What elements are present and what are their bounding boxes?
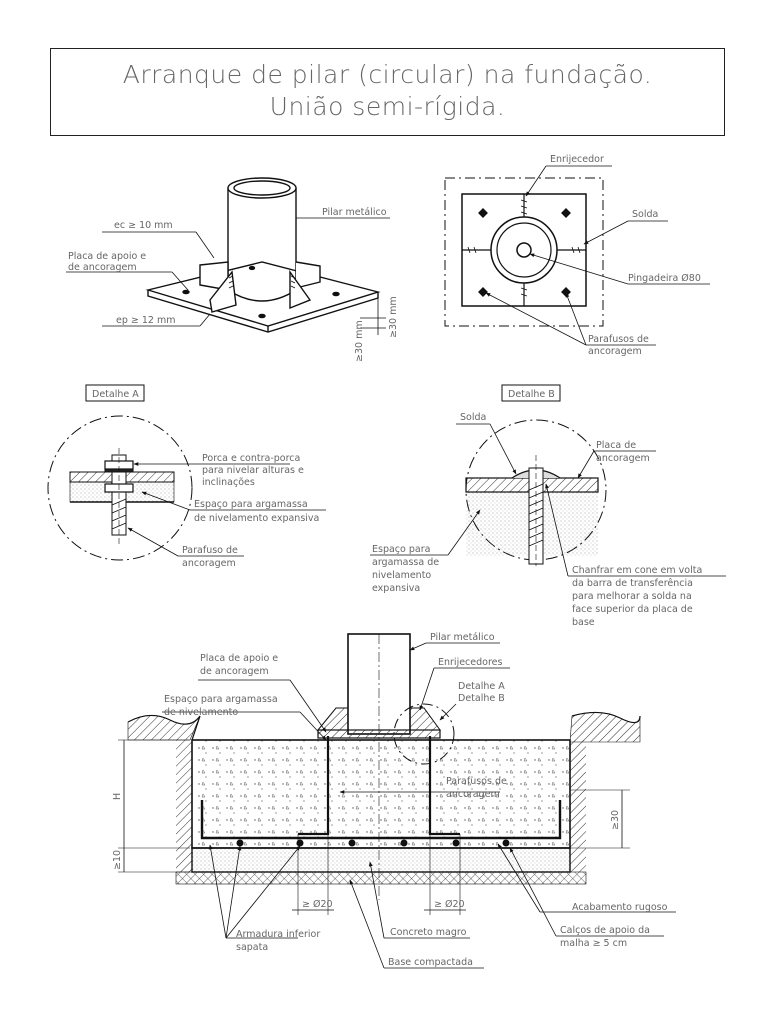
label-chanfrar-1: Chanfrar em cone em volta xyxy=(572,565,702,576)
label-base: Base compactada xyxy=(388,957,473,968)
detail-b-title-box xyxy=(501,384,561,402)
title-line-1: Arranque de pilar (circular) na fundação… xyxy=(122,60,653,89)
label-porca-1: Porca e contra-porca xyxy=(202,453,300,464)
label-chanfrar-4: face superior da placa de xyxy=(572,604,693,615)
label-espaco-a-2: de nivelamento expansiva xyxy=(194,513,319,524)
label-parafuso-a-2: ancoragem xyxy=(182,558,236,569)
label-pilar-sec: Pilar metálico xyxy=(430,632,495,643)
label-ec: ec ≥ 10 mm xyxy=(114,220,173,231)
label-solda-b: Solda xyxy=(460,412,486,423)
label-pilar-iso: Pilar metálico xyxy=(322,207,387,218)
label-parafusos-sec-1: Parafusos de xyxy=(446,776,507,787)
label-pingadeira: Pingadeira Ø80 xyxy=(628,273,701,284)
plan-leaders xyxy=(485,165,710,346)
label-porca-3: inclinações xyxy=(202,477,255,488)
label-placa-iso-2: de ancoragem xyxy=(68,262,137,273)
iso-view xyxy=(145,177,386,335)
label-dim-iso-2: ≥30 mm xyxy=(354,320,365,362)
detail-b-title: Detalhe B xyxy=(508,389,555,400)
plan-view xyxy=(444,177,604,327)
iso-leaders xyxy=(66,217,390,327)
label-chanfrar-3: para melhorar a solda na xyxy=(572,591,692,602)
section-view xyxy=(118,633,641,915)
detail-b-drawing xyxy=(465,419,607,566)
label-placa-iso-1: Placa de apoio e xyxy=(68,251,146,262)
detail-a-leaders xyxy=(127,462,326,557)
label-placa-sec-2: de ancoragem xyxy=(200,666,269,677)
label-parafusos-plan-2: ancoragem xyxy=(588,346,642,357)
label-dim-iso-1: ≥30 mm xyxy=(388,296,399,338)
label-espaco-b-3: nivelamento xyxy=(372,570,431,581)
label-dim-b2: ≥ Ø20 xyxy=(434,899,465,910)
label-parafusos-plan-1: Parafusos de xyxy=(588,334,649,345)
label-acabamento: Acabamento rugoso xyxy=(572,902,668,913)
label-armadura-2: sapata xyxy=(236,942,268,953)
label-parafuso-a-1: Parafuso de xyxy=(182,545,238,556)
label-dim-10: ≥10 xyxy=(112,850,123,870)
detail-a-title-box xyxy=(85,384,145,402)
label-espaco-b-1: Espaço para xyxy=(372,544,430,555)
label-espaco-sec-2: de nivelamento xyxy=(164,707,238,718)
label-espaco-a-1: Espaço para argamassa xyxy=(194,499,308,510)
label-parafusos-sec-2: ancoragem xyxy=(446,789,500,800)
title-box: Arranque de pilar (circular) na fundação… xyxy=(50,48,725,136)
label-dim-b1: ≥ Ø20 xyxy=(302,899,333,910)
label-espaco-b-4: expansiva xyxy=(372,583,420,594)
label-ep: ep ≥ 12 mm xyxy=(116,315,176,326)
label-armadura-1: Armadura inferior xyxy=(236,929,320,940)
label-porca-2: para nivelar alturas e xyxy=(202,465,304,476)
label-enrijecedor: Enrijecedor xyxy=(550,154,604,165)
label-placa-b-1: Placa de xyxy=(596,440,636,451)
label-enrijecedores: Enrijecedores xyxy=(438,657,503,668)
label-detalhe-a-ref: Detalhe A xyxy=(458,681,505,692)
detail-a-drawing xyxy=(47,415,193,561)
label-solda-plan: Solda xyxy=(632,209,658,220)
label-calcos-2: malha ≥ 5 cm xyxy=(560,938,627,949)
label-concreto: Concreto magro xyxy=(390,927,467,938)
title-line-2: União semi-rígida. xyxy=(269,92,506,121)
label-placa-sec-1: Placa de apoio e xyxy=(200,653,278,664)
label-placa-b-2: ancoragem xyxy=(596,453,650,464)
label-chanfrar-2: da barra de transferência xyxy=(572,578,693,589)
detail-a-title: Detalhe A xyxy=(92,389,139,400)
label-calcos-1: Calços de apoio da xyxy=(560,925,650,936)
section-leaders xyxy=(162,642,676,969)
label-dim-h: H xyxy=(112,793,123,800)
label-detalhe-b-ref: Detalhe B xyxy=(458,693,505,704)
label-espaco-sec-1: Espaço para argamassa xyxy=(164,694,278,705)
label-chanfrar-5: base xyxy=(572,617,595,628)
detail-b-leaders xyxy=(370,423,726,577)
label-espaco-b-2: argamassa de xyxy=(372,557,439,568)
label-dim-30: ≥30 xyxy=(610,810,621,830)
